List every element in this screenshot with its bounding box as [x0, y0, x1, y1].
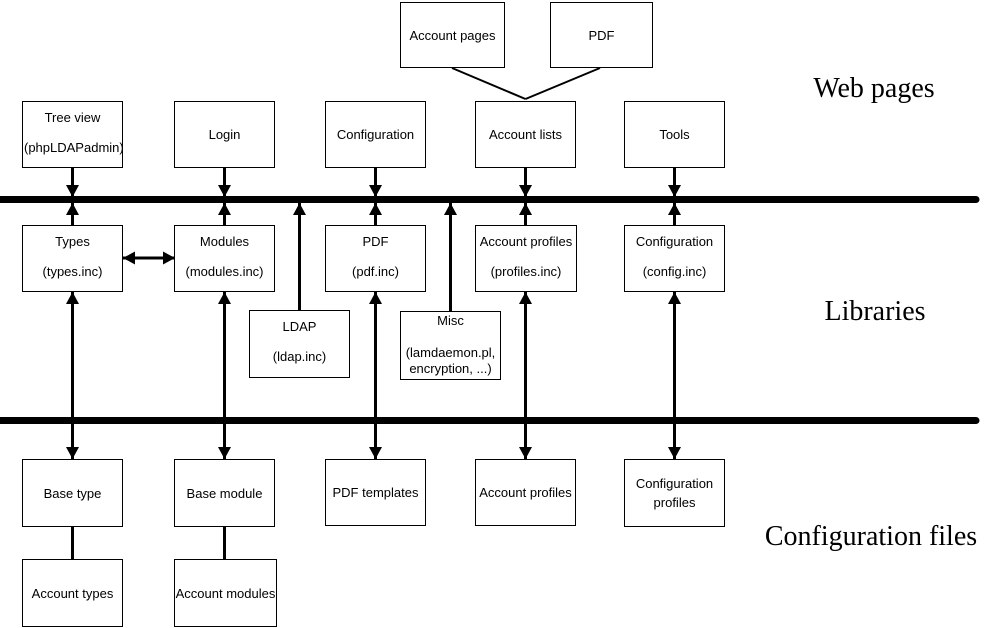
node-tree-view: Tree view (phpLDAPadmin) [22, 101, 124, 168]
node-tools: Tools [624, 101, 725, 168]
node-configuration-lib-label: Configuration [635, 234, 714, 249]
node-configuration-profiles-label: Configuration [635, 476, 714, 491]
arrowhead-icon [369, 203, 382, 215]
node-configuration-profiles-label: profiles [653, 495, 696, 510]
arrowhead-icon [293, 203, 306, 215]
node-account-pages-label: Account pages [409, 27, 496, 43]
node-base-type-label: Base type [43, 485, 102, 501]
arrowhead-icon [444, 203, 457, 215]
node-misc-label: encryption, ...) [409, 361, 492, 376]
node-account-profiles-file-label: Account profiles [479, 485, 572, 500]
arrowhead-icon [519, 447, 532, 459]
node-configuration-lib-label: (config.inc) [642, 264, 707, 279]
node-account-modules-label: Account modules [175, 585, 276, 601]
arrowhead-icon [369, 447, 382, 459]
node-pdf-lib-label: (pdf.inc) [352, 264, 399, 279]
node-ldap-label: LDAP [282, 319, 317, 334]
node-account-profiles-lib-label: (profiles.inc) [490, 264, 562, 279]
node-account-lists: Account lists [475, 101, 576, 168]
node-account-types-label: Account types [31, 585, 114, 601]
node-pdf-page: PDF [550, 2, 653, 68]
arrowhead-icon [668, 203, 681, 215]
node-types-label: Types [55, 234, 90, 249]
arrowhead-icon [218, 447, 231, 459]
arrowhead-icon [369, 292, 382, 304]
node-configuration-lib: Configuration (config.inc) [624, 225, 725, 292]
arrowhead-icon [218, 203, 231, 215]
arrowhead-icon [218, 185, 231, 197]
node-misc: Misc (lamdaemon.pl,encryption, ...) [400, 311, 501, 380]
node-configuration-profiles: Configuration profiles [624, 459, 725, 527]
arrowhead-icon [66, 203, 79, 215]
node-account-types: Account types [22, 559, 123, 627]
node-ldap-label: (ldap.inc) [272, 349, 327, 364]
node-tree-view-label: Tree view [44, 110, 101, 125]
node-pdf-lib-label: PDF [362, 234, 389, 249]
section-label-configuration-files: Configuration files [764, 521, 978, 552]
arrowhead-icon [519, 203, 532, 215]
arrowhead-icon [668, 185, 681, 197]
node-configuration-page-label: Configuration [336, 127, 415, 142]
node-modules-label: Modules [199, 234, 250, 249]
node-login: Login [174, 101, 275, 168]
node-misc-label: (lamdaemon.pl, [405, 345, 496, 360]
node-tools-label: Tools [659, 127, 690, 142]
node-pdf-templates-label: PDF templates [332, 485, 419, 500]
section-label-libraries: Libraries [824, 296, 926, 327]
node-modules-label: (modules.inc) [185, 264, 264, 279]
node-ldap: LDAP (ldap.inc) [249, 310, 350, 378]
node-account-profiles-file: Account profiles [475, 459, 576, 526]
connector-line [451, 67, 526, 100]
arrowhead-icon [369, 185, 382, 197]
node-base-module-label: Base module [186, 485, 263, 501]
node-misc-label: Misc [437, 313, 464, 328]
node-types: Types (types.inc) [22, 225, 123, 292]
arrowhead-icon [668, 292, 681, 304]
section-label-web-pages: Web pages [813, 73, 935, 104]
node-configuration-page: Configuration [325, 101, 426, 168]
node-pdf-lib: PDF (pdf.inc) [325, 225, 426, 292]
node-pdf-page-label: PDF [588, 27, 615, 43]
node-tree-view-label: (phpLDAPadmin) [24, 140, 124, 155]
node-types-label: (types.inc) [42, 264, 103, 279]
node-base-module: Base module [174, 459, 275, 527]
arrowhead-icon [519, 292, 532, 304]
node-account-lists-label: Account lists [489, 127, 562, 142]
arrowhead-icon [163, 251, 175, 265]
arrowhead-icon [519, 185, 532, 197]
node-modules: Modules (modules.inc) [174, 225, 275, 292]
arrowhead-icon [218, 292, 231, 304]
connector-line [525, 67, 601, 100]
node-account-pages: Account pages [400, 2, 505, 68]
node-login-label: Login [208, 127, 241, 142]
node-account-profiles-lib: Account profiles (profiles.inc) [475, 225, 577, 292]
node-pdf-templates: PDF templates [325, 459, 426, 526]
arrowhead-icon [123, 251, 135, 265]
node-account-modules: Account modules [174, 559, 277, 627]
node-account-profiles-lib-label: Account profiles [479, 234, 573, 249]
arrowhead-icon [66, 447, 79, 459]
node-base-type: Base type [22, 459, 123, 527]
arrowhead-icon [668, 447, 681, 459]
arrowhead-icon [66, 292, 79, 304]
arrowhead-icon [66, 185, 79, 197]
